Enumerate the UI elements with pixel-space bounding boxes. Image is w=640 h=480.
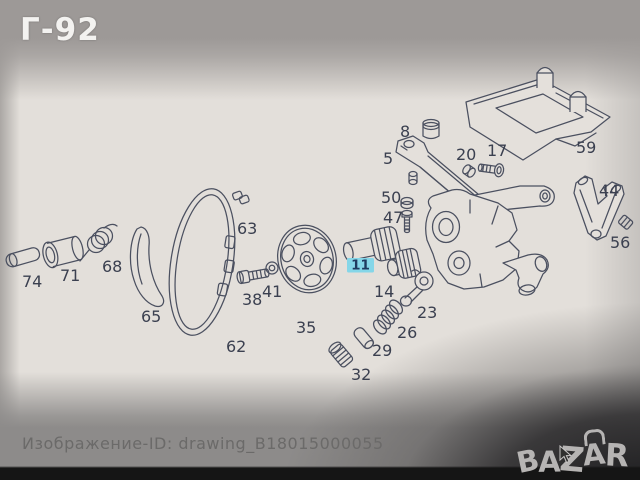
part-label-23: 23	[417, 303, 437, 322]
part-label-14: 14	[374, 282, 394, 301]
part-piston-29	[352, 326, 375, 351]
part-link-63	[232, 189, 250, 206]
part-label-62: 62	[226, 337, 246, 356]
part-gear-14	[385, 247, 422, 281]
part-11-highlight	[347, 258, 374, 273]
bazar-letter-bag: A	[582, 428, 606, 473]
part-label-44: 44	[599, 181, 619, 200]
part-label-11-highlighted: 11	[347, 258, 374, 274]
part-label-50: 50	[381, 188, 401, 207]
part-label-71: 71	[60, 266, 80, 285]
part-label-20: 20	[456, 145, 476, 164]
part-label-41: 41	[262, 282, 282, 301]
part-label-35: 35	[296, 318, 316, 337]
part-label-63: 63	[237, 219, 257, 238]
part-chain-62	[160, 184, 245, 340]
shopping-bag-handle-icon	[583, 428, 607, 447]
part-label-68: 68	[102, 257, 122, 276]
part-sleeve-8	[423, 120, 439, 139]
part-label-47: 47	[383, 208, 403, 227]
part-label-74: 74	[22, 272, 42, 291]
image-id-text: Изображение-ID: drawing_B18015000055	[22, 434, 384, 453]
part-label-59: 59	[576, 138, 596, 157]
cursor-icon	[559, 445, 573, 464]
part-label-5: 5	[383, 149, 393, 168]
part-plate-59	[466, 68, 610, 161]
part-nut-20	[461, 163, 477, 178]
part-label-29: 29	[372, 341, 392, 360]
part-plug-32	[327, 340, 354, 368]
part-label-17: 17	[487, 141, 507, 160]
part-damper-56	[618, 215, 634, 230]
part-bolt-17	[478, 161, 505, 177]
part-washer-41	[266, 262, 278, 274]
page-code-label: Г-92	[20, 12, 100, 48]
part-spring-26	[371, 298, 405, 337]
part-label-65: 65	[141, 307, 161, 326]
part-label-8: 8	[400, 122, 410, 141]
part-coupling-23	[401, 270, 434, 306]
part-rail-65	[130, 227, 163, 306]
part-label-32: 32	[351, 365, 371, 384]
part-bolt-38	[236, 267, 270, 284]
part-bushing-71	[40, 234, 85, 269]
part-bolt-47	[402, 211, 412, 233]
bazar-letter: R	[604, 437, 629, 475]
part-pulley-35	[271, 219, 344, 299]
part-label-26: 26	[397, 323, 417, 342]
part-label-38: 38	[242, 290, 262, 309]
part-nut-50	[401, 198, 413, 209]
part-pump-body	[409, 172, 554, 297]
part-spring-68	[80, 224, 117, 261]
part-label-11: 11	[351, 258, 370, 274]
part-shaft-11	[341, 225, 402, 268]
part-fork-44	[574, 176, 624, 240]
part-label-56: 56	[610, 233, 630, 252]
part-pin-74	[5, 246, 41, 268]
